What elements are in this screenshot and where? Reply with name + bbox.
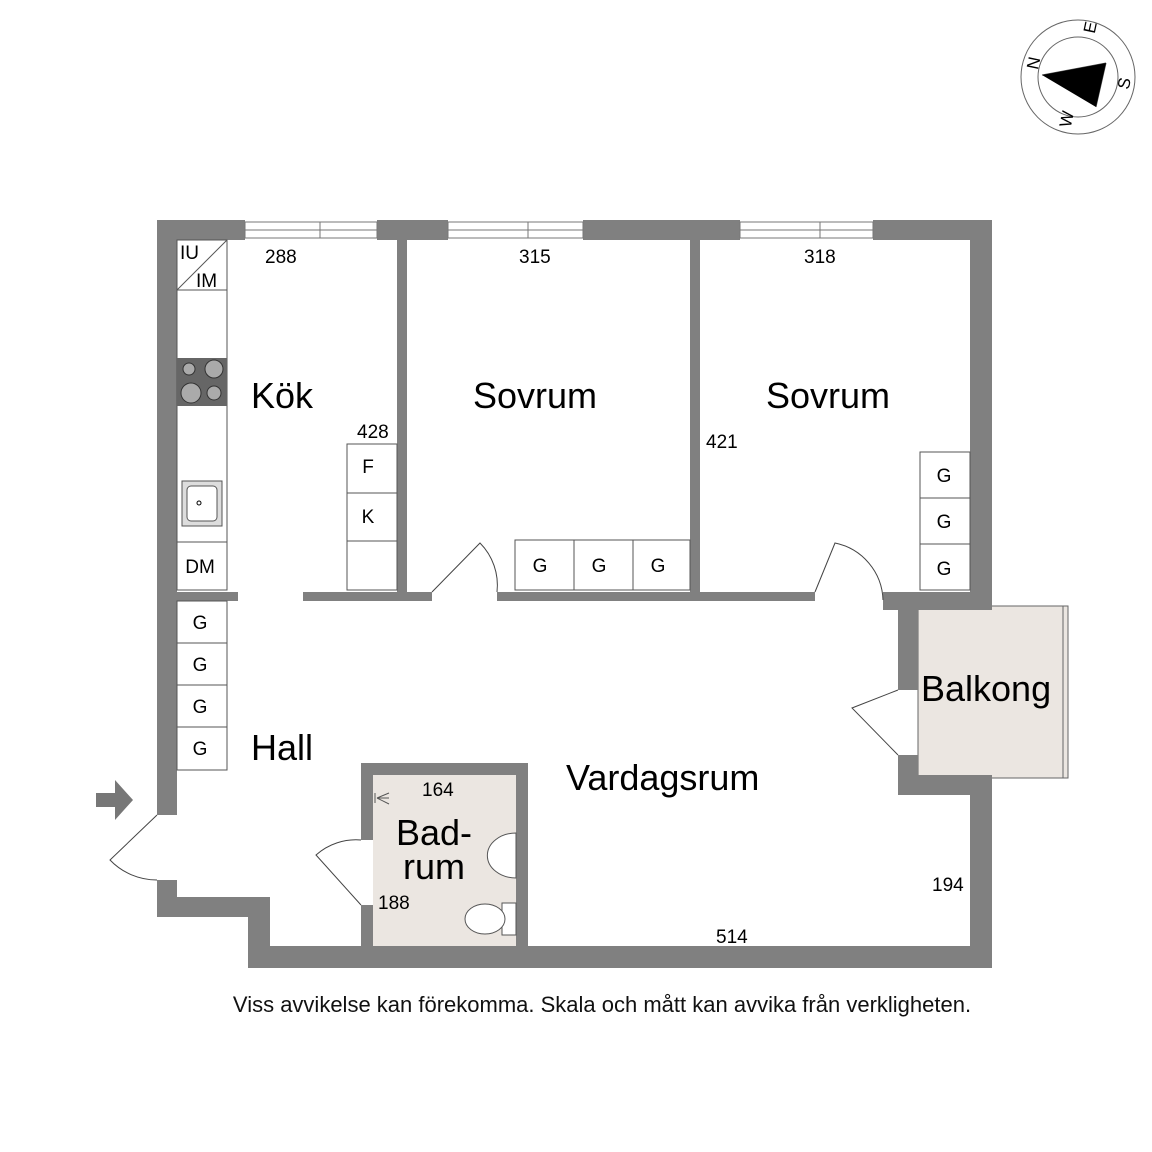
- compass-s: S: [1114, 76, 1135, 91]
- washbasin-icon: [486, 832, 517, 879]
- svg-text:G: G: [193, 739, 208, 760]
- compass-n: N: [1023, 55, 1044, 71]
- windows: [244, 221, 874, 239]
- svg-text:G: G: [937, 559, 952, 580]
- toilet-icon: [464, 902, 517, 936]
- entrance-arrow-icon: [96, 780, 133, 820]
- svg-text:G: G: [533, 556, 548, 577]
- room-bedroom-2: Sovrum: [766, 375, 890, 416]
- disclaimer: Viss avvikelse kan förekomma. Skala och …: [232, 992, 972, 1017]
- wardrobes: G G G G G G G G G G: [176, 451, 971, 771]
- dim-living-width: 514: [716, 927, 748, 948]
- walls: [157, 220, 992, 968]
- svg-text:G: G: [193, 655, 208, 676]
- svg-text:G: G: [937, 466, 952, 487]
- freezer-label: K: [362, 507, 375, 528]
- compass: N E S W: [1020, 19, 1136, 135]
- room-bedroom-1: Sovrum: [473, 375, 597, 416]
- dim-bedroom-length: 421: [706, 432, 738, 453]
- compass-w: W: [1056, 109, 1078, 129]
- room-bathroom-line1: Bad-: [396, 812, 472, 853]
- room-balcony: Balkong: [921, 668, 1051, 709]
- svg-text:G: G: [193, 697, 208, 718]
- dim-kitchen-length: 428: [357, 422, 389, 443]
- compass-e: E: [1080, 20, 1101, 35]
- shower-icon: [374, 792, 390, 805]
- stove-icon: [177, 358, 227, 406]
- room-living: Vardagsrum: [566, 757, 759, 798]
- iu-label: IU: [180, 243, 199, 264]
- svg-text:G: G: [592, 556, 607, 577]
- room-bathroom-line2: rum: [403, 846, 465, 887]
- dim-bedroom1-width: 315: [519, 247, 551, 268]
- doors: [109, 542, 899, 906]
- svg-text:G: G: [937, 512, 952, 533]
- dim-bedroom2-width: 318: [804, 247, 836, 268]
- dm-label: DM: [185, 557, 215, 578]
- sink-icon: [181, 480, 223, 527]
- room-hall: Hall: [251, 727, 313, 768]
- dim-bathroom-length: 188: [378, 893, 410, 914]
- balcony-floor: [917, 605, 1069, 779]
- dim-kitchen-width: 288: [265, 247, 297, 268]
- compass-needle-icon: [1042, 63, 1106, 107]
- fridge-label: F: [362, 457, 374, 478]
- im-label: IM: [196, 271, 217, 292]
- dim-bathroom-width: 164: [422, 780, 454, 801]
- svg-text:G: G: [193, 613, 208, 634]
- dim-living-depth: 194: [932, 875, 964, 896]
- room-kitchen: Kök: [251, 375, 314, 416]
- svg-text:G: G: [651, 556, 666, 577]
